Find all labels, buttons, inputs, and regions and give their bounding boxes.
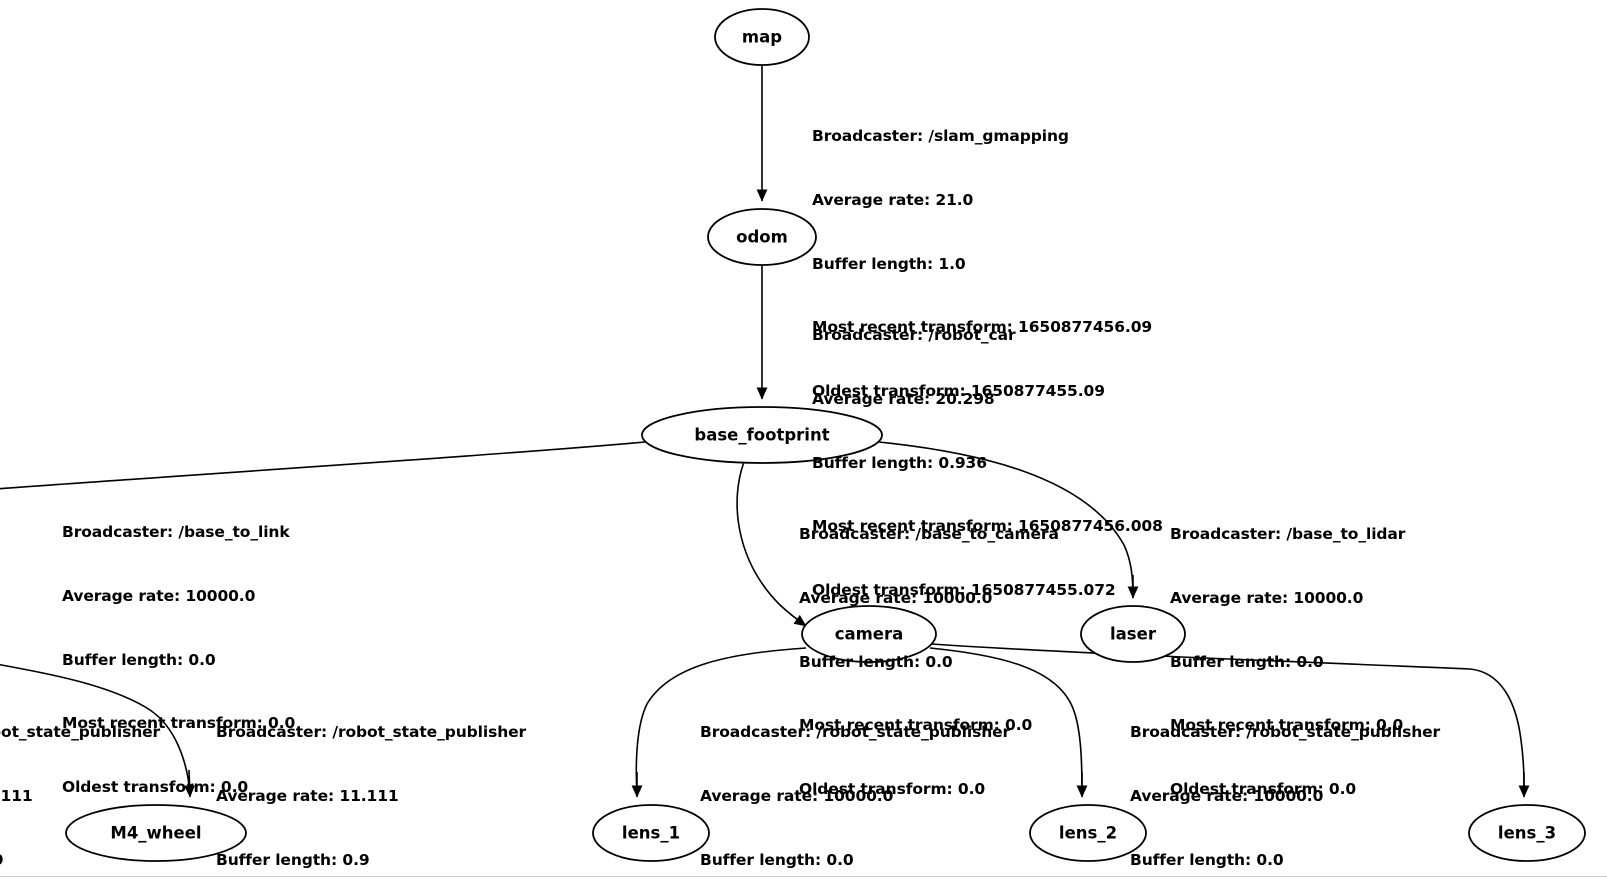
edge-label-average-rate: Average rate: 21.0 — [812, 191, 974, 210]
edge-label-average-rate: Average rate: 11.111 — [216, 787, 399, 806]
edge-base-footprint-to-camera — [736, 461, 807, 627]
edge-label-base-to-camera: Broadcaster: /base_to_camera Average rat… — [799, 482, 1059, 842]
node-label-base-footprint: base_footprint — [694, 426, 829, 445]
edge-label-average-rate: Average rate: 10000.0 — [1130, 787, 1324, 806]
bottom-divider — [0, 876, 1607, 877]
edge-label-average-rate: Average rate: 10000.0 — [62, 587, 256, 606]
edge-label-oldest-transform: Oldest transform: 0.0 — [62, 777, 249, 796]
node-base-footprint[interactable]: base_footprint — [641, 406, 883, 464]
node-label-laser: laser — [1110, 625, 1157, 644]
edge-label-broadcaster: Broadcaster: /slam_gmapping — [812, 127, 1069, 146]
node-lens-3[interactable]: lens_3 — [1468, 804, 1586, 862]
edge-label-broadcaster: Broadcaster: /base_to_link — [62, 523, 290, 542]
edge-wheel-offscreen-to-m4-wheel — [0, 663, 191, 794]
node-label-m4-wheel: M4_wheel — [110, 824, 201, 843]
edge-base-footprint-to-laser — [878, 441, 1134, 599]
edge-label-oldest-transform: Oldest transform: 1650877455.072 — [812, 580, 1116, 599]
node-odom[interactable]: odom — [707, 208, 817, 266]
edge-label-most-recent-transform: Most recent transform: 0.0 — [62, 714, 296, 733]
edge-label-buffer-length: Buffer length: 0.0 — [1170, 652, 1324, 671]
node-ellipse-odom[interactable] — [707, 208, 817, 266]
node-m4-wheel[interactable]: M4_wheel — [65, 804, 247, 862]
edge-label-average-rate: Average rate: 11.111 — [0, 787, 33, 806]
node-label-lens-1: lens_1 — [622, 824, 680, 843]
node-ellipse-lens-2[interactable] — [1029, 804, 1147, 862]
edge-label-average-rate: Average rate: 10000.0 — [1170, 589, 1364, 608]
edge-label-average-rate: Average rate: 10000.0 — [799, 589, 993, 608]
node-laser[interactable]: laser — [1080, 605, 1186, 663]
edge-camera-to-lens-2 — [929, 647, 1083, 794]
edge-label-most-recent-transform: Most recent transform: 0.0 — [799, 716, 1033, 735]
node-lens-1[interactable]: lens_1 — [592, 804, 710, 862]
edge-label-broadcaster: Broadcaster: /robot_state_publisher — [0, 723, 161, 742]
node-ellipse-base-footprint[interactable] — [641, 406, 883, 464]
edge-camera-to-lens-1 — [635, 647, 807, 794]
node-label-map: map — [742, 28, 782, 47]
edge-label-oldest-transform: Oldest transform: 0.0 — [1170, 779, 1357, 798]
edge-label-robot-state-publisher-lens2: Broadcaster: /robot_state_publisher Aver… — [1130, 680, 1440, 884]
node-ellipse-laser[interactable] — [1080, 605, 1186, 663]
edge-wheel-offscreen-to-m4-wheel-arrow — [184, 769, 196, 798]
edge-label-average-rate: Average rate: 20.298 — [812, 390, 995, 409]
node-ellipse-map[interactable] — [714, 8, 810, 66]
edge-label-robot-state-publisher-wheels: Broadcaster: /robot_state_publisher Aver… — [216, 680, 567, 884]
edge-base-footprint-to-link-offscreen — [0, 441, 646, 490]
node-label-lens-2: lens_2 — [1059, 824, 1117, 843]
node-label-lens-3: lens_3 — [1498, 824, 1556, 843]
edge-label-base-to-lidar: Broadcaster: /base_to_lidar Average rate… — [1170, 482, 1405, 842]
edge-label-buffer-length: Buffer length: 1.0 — [812, 254, 966, 273]
edge-label-broadcaster: Broadcaster: /robot_state_publisher — [1130, 723, 1441, 742]
edge-label-slam-gmapping: Broadcaster: /slam_gmapping Average rate… — [812, 84, 1152, 444]
edge-label-broadcaster: Broadcaster: /base_to_lidar — [1170, 525, 1406, 544]
edge-label-most-recent-transform: Most recent transform: 1650877456.008 — [812, 517, 1163, 536]
edge-label-buffer-length: Buffer length: 0.0 — [62, 650, 216, 669]
edge-label-most-recent-transform: Most recent transform: 1650877456.09 — [812, 318, 1153, 337]
node-label-camera: camera — [835, 625, 904, 644]
edge-label-average-rate: Average rate: 10000.0 — [700, 787, 894, 806]
node-ellipse-camera[interactable] — [801, 605, 937, 663]
edge-label-buffer-length: Buffer length: 0.0 — [700, 850, 854, 869]
edge-label-oldest-transform: Oldest transform: 0.0 — [799, 779, 986, 798]
node-ellipse-lens-1[interactable] — [592, 804, 710, 862]
edge-label-broadcaster: Broadcaster: /robot_state_publisher — [700, 723, 1011, 742]
edge-camera-to-lens-3 — [931, 643, 1525, 794]
node-label-odom: odom — [736, 228, 788, 247]
node-lens-2[interactable]: lens_2 — [1029, 804, 1147, 862]
edge-label-base-to-link: Broadcaster: /base_to_link Average rate:… — [62, 480, 295, 840]
edge-label-buffer-length: Buffer length: 0.0 — [1130, 850, 1284, 869]
edge-label-broadcaster: Broadcaster: /robot_state_publisher — [216, 723, 527, 742]
edge-label-broadcaster: Broadcaster: /base_to_camera — [799, 525, 1059, 544]
node-ellipse-m4-wheel[interactable] — [65, 804, 247, 862]
node-camera[interactable]: camera — [801, 605, 937, 663]
edge-label-robot-state-publisher-lens1: Broadcaster: /robot_state_publisher Aver… — [700, 680, 1010, 884]
node-map[interactable]: map — [714, 8, 810, 66]
edge-group — [0, 65, 1530, 798]
edge-label-most-recent-transform: Most recent transform: 0.0 — [1170, 716, 1404, 735]
node-ellipse-lens-3[interactable] — [1468, 804, 1586, 862]
edge-label-robot-state-publisher-clipped: Broadcaster: /robot_state_publisher Aver… — [0, 680, 201, 884]
edge-label-buffer-length: Buffer length: 0.9 — [0, 850, 201, 871]
edge-label-buffer-length: Buffer length: 0.936 — [812, 453, 987, 472]
edge-label-buffer-length: Buffer length: 0.9 — [216, 850, 370, 869]
edge-label-broadcaster: Broadcaster: /robot_car — [812, 326, 1016, 345]
edge-label-robot-car: Broadcaster: /robot_car Average rate: 20… — [812, 283, 1163, 643]
edge-label-buffer-length: Buffer length: 0.0 — [799, 652, 953, 671]
node-group: map odom base_footprint camera laser M4_ — [65, 8, 1586, 862]
edge-label-oldest-transform: Oldest transform: 1650877455.09 — [812, 381, 1105, 400]
